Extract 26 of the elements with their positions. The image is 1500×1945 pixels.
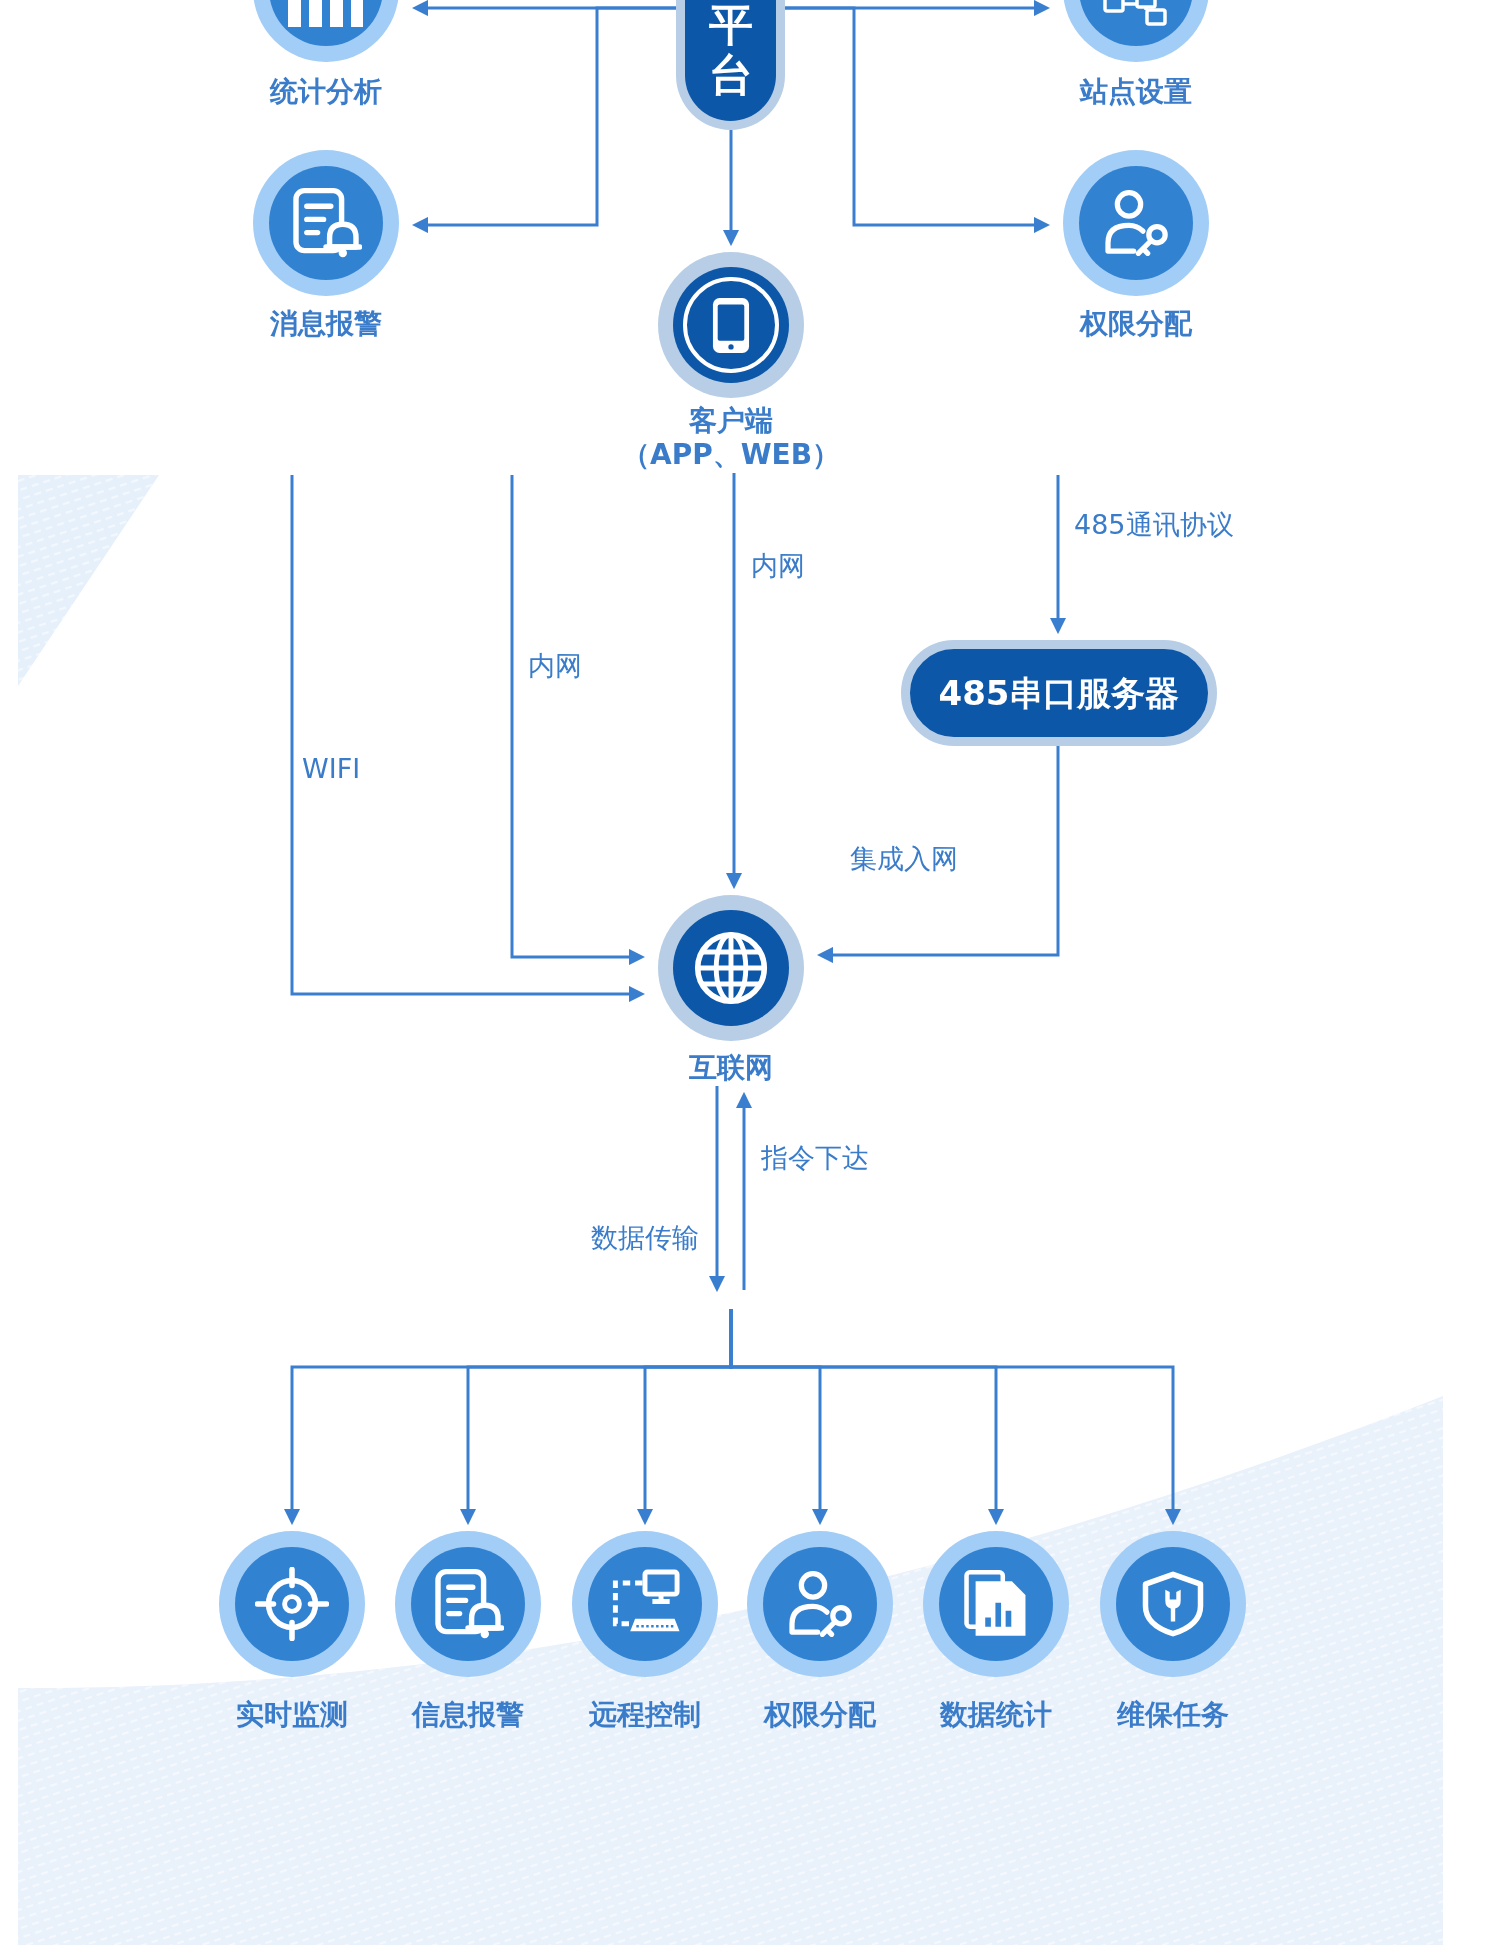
pill-box: 485串口服务器	[901, 640, 1217, 746]
node-label: 统计分析	[270, 76, 382, 108]
arrow	[708, 1086, 726, 1293]
arrow	[290, 475, 646, 1003]
node-label: 权限分配	[1080, 308, 1192, 340]
node-label: 消息报警	[270, 308, 382, 340]
pill-box: 平台	[676, 0, 785, 130]
node-label: 实时监测	[236, 1699, 348, 1731]
node-label: 权限分配	[764, 1699, 876, 1731]
arrow	[411, 6, 676, 234]
node-label: 互联网	[689, 1052, 773, 1084]
node-label: 信息报警	[412, 1699, 524, 1731]
arrow	[816, 746, 1060, 964]
arrow	[735, 1091, 753, 1290]
arrow	[725, 473, 743, 890]
arrow	[785, 6, 1051, 234]
arrow	[722, 130, 740, 247]
node-label: 站点设置	[1080, 76, 1192, 108]
node-label: 远程控制	[589, 1699, 701, 1731]
arrow	[510, 475, 646, 966]
arrow	[729, 1309, 1182, 1526]
node-label: （APP、WEB）	[621, 439, 841, 471]
node-label: 维保任务	[1117, 1699, 1229, 1731]
node-label: 客户端	[689, 405, 773, 437]
node-label: 数据统计	[940, 1699, 1052, 1731]
arrow	[1049, 475, 1067, 635]
